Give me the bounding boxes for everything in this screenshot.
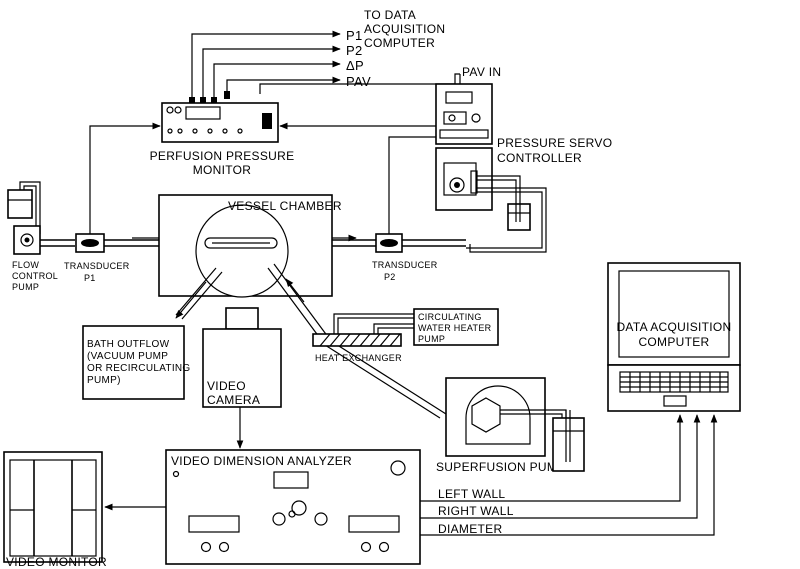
transducer-p2 — [375, 136, 436, 253]
superfusion-reservoir — [552, 410, 585, 472]
bath-outflow-label-4: PUMP) — [87, 375, 121, 386]
bath-outflow-tube — [175, 267, 223, 320]
label-p1: P1 — [346, 28, 363, 43]
flow-control-pump — [7, 181, 41, 255]
label-delta-p: ΔP — [346, 58, 364, 73]
transducer-p1-label-2: P1 — [84, 273, 96, 283]
vessel-chamber-title: VESSEL CHAMBER — [228, 199, 342, 213]
data-acquisition-computer — [607, 262, 741, 412]
flow-pump-label-3: PUMP — [12, 282, 39, 292]
circ-heater-label-1: CIRCULATING — [418, 312, 482, 322]
transducer-p2-label-1: TRANSDUCER — [372, 260, 438, 270]
circ-heater-label-2: WATER HEATER — [418, 323, 492, 333]
transducer-p1 — [75, 122, 161, 253]
label-to-data-1: TO DATA — [364, 8, 416, 22]
flow-pump-label-1: FLOW — [12, 260, 39, 270]
daq-label-1: DATA ACQUISITION — [616, 320, 731, 334]
vda-title: VIDEO DIMENSION ANALYZER — [171, 454, 352, 468]
bath-outflow-label-2: (VACUUM PUMP — [87, 351, 168, 362]
label-p2: P2 — [346, 43, 363, 58]
label-left-wall: LEFT WALL — [438, 487, 505, 501]
video-camera-label-2: CAMERA — [207, 393, 260, 407]
label-right-wall: RIGHT WALL — [438, 504, 514, 518]
circ-heater-label-3: PUMP — [418, 334, 445, 344]
label-pav: PAV — [346, 74, 371, 89]
superfusion-inflow-tube — [267, 263, 447, 419]
daq-label-2: COMPUTER — [638, 335, 709, 349]
pressure-servo-controller — [435, 83, 493, 211]
flow-pump-label-2: CONTROL — [12, 271, 58, 281]
servo-title-2: CONTROLLER — [497, 151, 582, 165]
pressure-output-lines — [191, 30, 341, 100]
servo-title-1: PRESSURE SERVO — [497, 136, 612, 150]
perfusion-monitor-title-2: MONITOR — [193, 163, 252, 177]
bath-outflow-label-1: BATH OUTFLOW — [87, 339, 170, 350]
analyzer-output-lines — [420, 414, 718, 536]
circulating-heater-box — [413, 308, 499, 346]
perfusion-monitor-title-1: PERFUSION PRESSURE — [150, 149, 295, 163]
video-camera — [202, 307, 282, 449]
transducer-p2-label-2: P2 — [384, 272, 396, 282]
superfusion-pump-label: SUPERFUSION PUMP — [436, 460, 565, 474]
perfusion-pressure-monitor — [161, 91, 279, 143]
bath-outflow-box — [82, 325, 185, 400]
label-pav-in: PAV IN — [462, 65, 501, 79]
keyboard-keys — [619, 371, 729, 393]
vessel-chamber — [158, 194, 333, 298]
label-to-data-3: COMPUTER — [364, 36, 435, 50]
video-camera-label-1: VIDEO — [207, 379, 246, 393]
label-to-data-2: ACQUISITION — [364, 22, 445, 36]
servo-reservoir — [466, 175, 547, 253]
label-diameter: DIAMETER — [438, 522, 502, 536]
heat-exchanger — [312, 313, 414, 347]
heat-exchanger-label: HEAT EXCHANGER — [315, 353, 402, 363]
video-monitor — [3, 451, 103, 563]
superfusion-pump — [445, 377, 567, 457]
transducer-p1-label-1: TRANSDUCER — [64, 261, 130, 271]
video-monitor-label: VIDEO MONITOR — [6, 555, 107, 569]
video-dimension-analyzer — [165, 449, 421, 565]
bath-outflow-label-3: OR RECIRCULATING — [87, 363, 191, 374]
